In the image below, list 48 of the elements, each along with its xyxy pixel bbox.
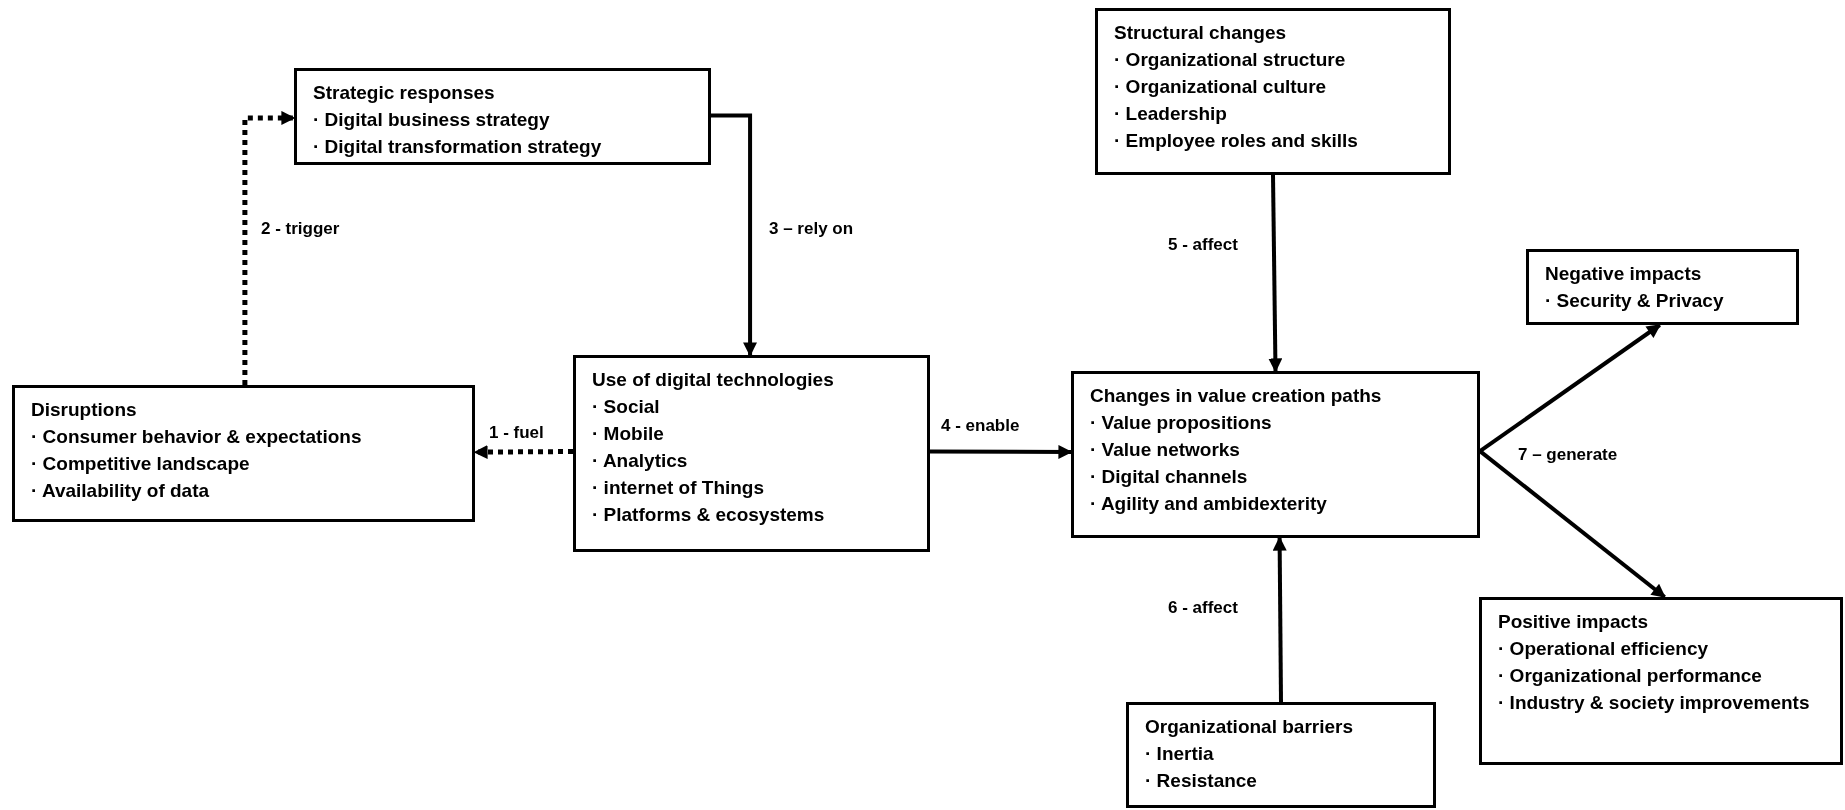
arrow <box>1478 449 1666 599</box>
bullet-item: · Organizational performance <box>1498 664 1763 688</box>
bullet-item: · Mobile <box>592 422 665 446</box>
bullet-item: · Inertia <box>1145 742 1215 766</box>
box-heading: Organizational barriers <box>1145 715 1354 739</box>
bullet-item: · Platforms & ecosystems <box>592 503 826 527</box>
box-heading: Changes in value creation paths <box>1090 384 1383 408</box>
arrow <box>1268 174 1283 373</box>
bullet-item: · Availability of data <box>31 479 211 503</box>
dotted-arrow <box>473 445 573 460</box>
concept-box <box>1071 371 1480 538</box>
bullet-item: · internet of Things <box>592 476 766 500</box>
box-heading: Strategic responses <box>313 81 496 105</box>
box-heading: Negative impacts <box>1545 262 1703 286</box>
box-heading: Structural changes <box>1114 21 1288 45</box>
bullet-item: · Employee roles and skills <box>1114 129 1359 153</box>
arrow <box>1478 323 1661 453</box>
concept-box <box>1095 8 1451 175</box>
bullet-item: · Competitive landscape <box>31 452 251 476</box>
bullet-item: · Value propositions <box>1090 411 1273 435</box>
bullet-item: · Social <box>592 395 661 419</box>
bullet-item: · Industry & society improvements <box>1498 691 1811 715</box>
arrow <box>711 113 758 357</box>
bullet-item: · Agility and ambidexterity <box>1090 492 1328 516</box>
concept-box <box>12 385 475 522</box>
bullet-item: · Operational efficiency <box>1498 637 1710 661</box>
bullet-item: · Analytics <box>592 449 689 473</box>
box-heading: Use of digital technologies <box>592 368 835 392</box>
concept-box <box>294 68 711 165</box>
bullet-item: · Resistance <box>1145 769 1258 793</box>
bullet-item: · Digital transformation strategy <box>313 135 603 159</box>
concept-box <box>573 355 930 552</box>
dotted-arrow <box>242 110 296 385</box>
bullet-item: · Organizational culture <box>1114 75 1328 99</box>
bullet-item: · Security & Privacy <box>1545 289 1725 313</box>
bullet-item: · Digital channels <box>1090 465 1249 489</box>
bullet-item: · Consumer behavior & expectations <box>31 425 363 449</box>
bullet-item: · Digital business strategy <box>313 108 551 132</box>
concept-box <box>1126 702 1436 808</box>
box-heading: Disruptions <box>31 398 138 422</box>
concept-box <box>1526 249 1799 325</box>
bullet-item: · Value networks <box>1090 438 1241 462</box>
arrow <box>930 444 1073 459</box>
box-heading: Positive impacts <box>1498 610 1649 634</box>
concept-box <box>1479 597 1843 765</box>
bullet-item: · Leadership <box>1114 102 1228 126</box>
arrow <box>1272 536 1287 703</box>
bullet-item: · Organizational structure <box>1114 48 1347 72</box>
